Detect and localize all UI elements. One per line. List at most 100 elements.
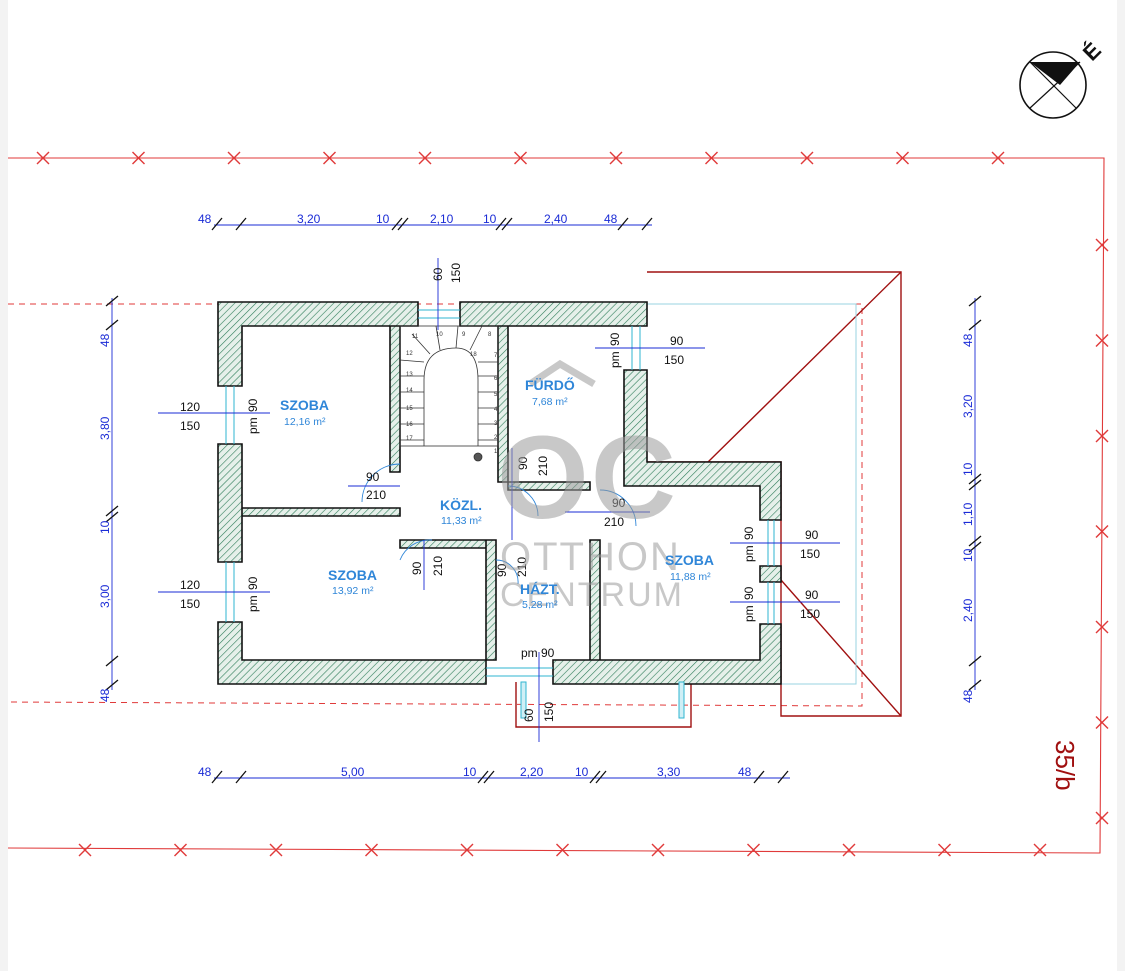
svg-text:OTTHON: OTTHON bbox=[500, 535, 681, 579]
svg-text:3: 3 bbox=[494, 421, 498, 427]
svg-text:2,40: 2,40 bbox=[544, 212, 568, 226]
boundary-mark bbox=[365, 843, 378, 857]
boundary-mark bbox=[132, 151, 145, 165]
parcel-boundary bbox=[7, 157, 1105, 854]
svg-text:11,88 m²: 11,88 m² bbox=[670, 571, 711, 583]
svg-text:210: 210 bbox=[604, 515, 624, 529]
staircase bbox=[399, 325, 499, 462]
boundary-mark bbox=[269, 843, 283, 857]
svg-text:150: 150 bbox=[800, 547, 820, 561]
dims-right: 48 3,20 10 1,10 10 2,40 48 bbox=[961, 333, 975, 703]
dims-bottom: 48 5,00 10 2,20 10 3,30 48 bbox=[198, 765, 752, 779]
boundary-mark bbox=[514, 151, 527, 165]
boundary-mark bbox=[1095, 811, 1109, 825]
svg-text:8: 8 bbox=[488, 332, 492, 338]
svg-text:5,00: 5,00 bbox=[341, 765, 365, 779]
parcel-boundary-marks bbox=[36, 151, 1109, 857]
svg-text:10: 10 bbox=[575, 765, 589, 779]
boundary-mark bbox=[1095, 716, 1109, 729]
svg-text:SZOBA: SZOBA bbox=[665, 552, 714, 568]
svg-text:5: 5 bbox=[494, 392, 498, 398]
svg-text:9: 9 bbox=[462, 332, 466, 338]
boundary-mark bbox=[747, 843, 760, 857]
boundary-mark bbox=[938, 843, 951, 857]
svg-text:pm: pm bbox=[742, 605, 756, 622]
svg-text:150: 150 bbox=[664, 353, 684, 367]
boundary-mark bbox=[609, 151, 623, 165]
svg-text:13,92 m²: 13,92 m² bbox=[332, 585, 374, 597]
svg-text:3,20: 3,20 bbox=[961, 394, 975, 418]
svg-text:1: 1 bbox=[494, 449, 498, 455]
boundary-mark bbox=[323, 151, 336, 165]
svg-text:É: É bbox=[1078, 37, 1106, 65]
svg-text:7,68 m²: 7,68 m² bbox=[532, 396, 568, 408]
boundary-mark bbox=[1095, 620, 1109, 634]
svg-text:48: 48 bbox=[198, 765, 212, 779]
svg-text:90: 90 bbox=[495, 563, 509, 577]
dims-top: 48 3,20 10 2,10 10 2,40 48 bbox=[198, 212, 618, 226]
svg-text:90: 90 bbox=[805, 588, 819, 602]
boundary-mark bbox=[842, 843, 856, 857]
svg-text:10: 10 bbox=[463, 765, 477, 779]
window-labels: 120 150 120 150 90 150 90 150 90 150 pm … bbox=[180, 332, 820, 622]
svg-text:210: 210 bbox=[536, 456, 550, 476]
svg-text:60: 60 bbox=[522, 708, 536, 722]
svg-text:11: 11 bbox=[412, 334, 419, 340]
svg-text:210: 210 bbox=[366, 488, 386, 502]
svg-text:12: 12 bbox=[406, 351, 413, 357]
svg-text:90: 90 bbox=[246, 398, 260, 412]
svg-text:10: 10 bbox=[436, 332, 443, 338]
room-labels: SZOBA 12,16 m² FÜRDŐ 7,68 m² KÖZL. 11,33… bbox=[280, 376, 714, 611]
parcel-number: 35/b bbox=[1050, 740, 1080, 791]
boundary-mark bbox=[227, 151, 241, 165]
boundary-mark bbox=[36, 151, 50, 165]
svg-text:120: 120 bbox=[180, 578, 200, 592]
stair-numbers: 1 2 3 4 5 6 7 8 9 10 11 12 13 14 15 16 1… bbox=[406, 332, 498, 455]
svg-text:150: 150 bbox=[180, 597, 200, 611]
boundary-mark bbox=[556, 843, 569, 857]
svg-text:6: 6 bbox=[494, 376, 498, 382]
svg-text:210: 210 bbox=[431, 556, 445, 576]
svg-text:150: 150 bbox=[542, 702, 556, 722]
watermark: OC OTTHON CENTRUM bbox=[497, 359, 682, 614]
dimension-ticks bbox=[105, 217, 982, 784]
svg-text:90: 90 bbox=[742, 526, 756, 540]
boundary-mark bbox=[896, 151, 909, 165]
boundary-mark bbox=[78, 843, 92, 857]
svg-text:48: 48 bbox=[961, 333, 975, 347]
svg-text:4: 4 bbox=[494, 407, 498, 413]
boundary-mark bbox=[1095, 334, 1109, 347]
svg-text:7: 7 bbox=[494, 353, 498, 359]
svg-text:10: 10 bbox=[961, 462, 975, 476]
door-swings bbox=[361, 463, 637, 585]
svg-text:SZOBA: SZOBA bbox=[328, 567, 377, 583]
svg-text:90: 90 bbox=[742, 586, 756, 600]
boundary-mark bbox=[174, 843, 187, 857]
svg-text:3,80: 3,80 bbox=[98, 416, 112, 440]
svg-text:48: 48 bbox=[604, 212, 618, 226]
svg-text:3,00: 3,00 bbox=[98, 584, 112, 608]
boundary-mark bbox=[991, 151, 1005, 165]
svg-text:2: 2 bbox=[494, 435, 498, 441]
svg-text:10: 10 bbox=[376, 212, 390, 226]
svg-text:60: 60 bbox=[431, 267, 445, 281]
light-outline bbox=[647, 303, 857, 685]
svg-text:12,16 m²: 12,16 m² bbox=[284, 416, 326, 428]
boundary-mark bbox=[1033, 843, 1047, 857]
svg-text:16: 16 bbox=[406, 422, 413, 428]
svg-text:48: 48 bbox=[738, 765, 752, 779]
svg-text:48: 48 bbox=[98, 333, 112, 347]
svg-text:90: 90 bbox=[670, 334, 684, 348]
svg-text:FÜRDŐ: FÜRDŐ bbox=[525, 376, 575, 393]
svg-text:KÖZL.: KÖZL. bbox=[440, 497, 482, 513]
svg-text:90: 90 bbox=[608, 332, 622, 346]
svg-text:15: 15 bbox=[406, 406, 413, 412]
svg-text:pm 90: pm 90 bbox=[521, 646, 555, 660]
svg-text:1,10: 1,10 bbox=[961, 502, 975, 526]
boundary-mark bbox=[418, 151, 432, 165]
svg-text:2,40: 2,40 bbox=[961, 598, 975, 622]
svg-text:OC: OC bbox=[497, 412, 678, 544]
svg-text:210: 210 bbox=[515, 557, 529, 577]
boundary-mark bbox=[1095, 238, 1109, 252]
